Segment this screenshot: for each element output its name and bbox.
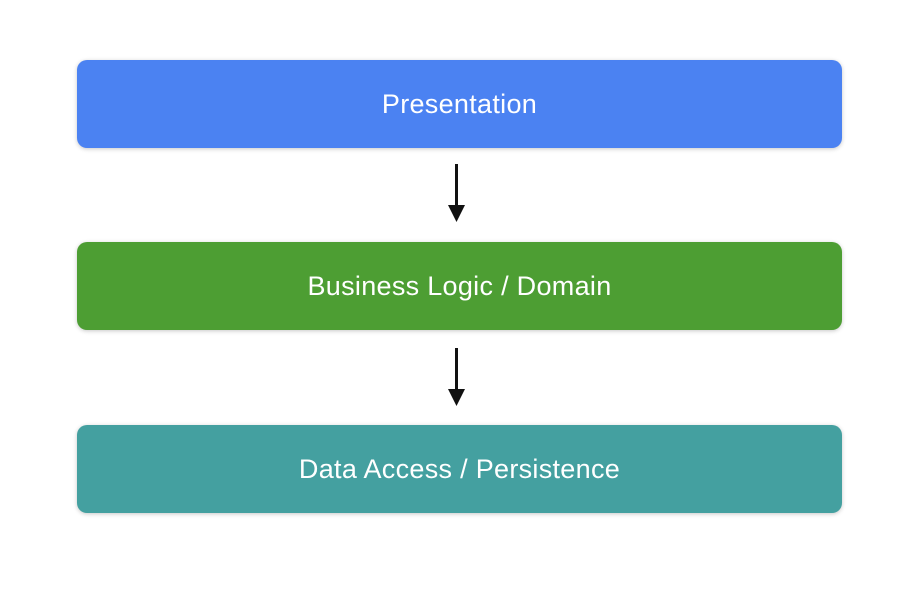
layer-box-data-access: Data Access / Persistence (77, 425, 842, 513)
down-arrow-icon (446, 347, 467, 407)
layer-label-data-access: Data Access / Persistence (298, 453, 621, 484)
layer-box-business-logic: Business Logic / Domain (77, 242, 842, 330)
layer-label-business-logic: Business Logic / Domain (307, 270, 612, 301)
layer-label-presentation: Presentation (381, 88, 538, 119)
down-arrow-icon (446, 163, 467, 223)
layer-box-presentation: Presentation (77, 60, 842, 148)
